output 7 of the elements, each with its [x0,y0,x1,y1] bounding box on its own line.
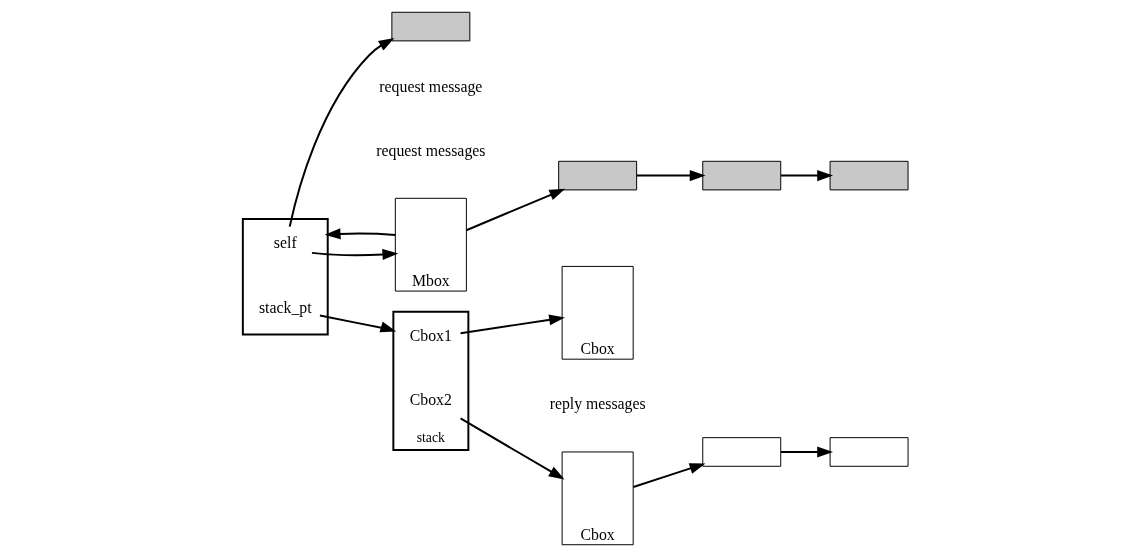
node-text: self [273,234,297,252]
label: request messages [375,141,485,159]
node-text: stack_pt [258,298,312,316]
node-text: Cbox1 [409,327,452,345]
node-text: Cbox2 [409,391,452,409]
node-label: request message [378,77,482,95]
label: reply messages [549,395,646,413]
